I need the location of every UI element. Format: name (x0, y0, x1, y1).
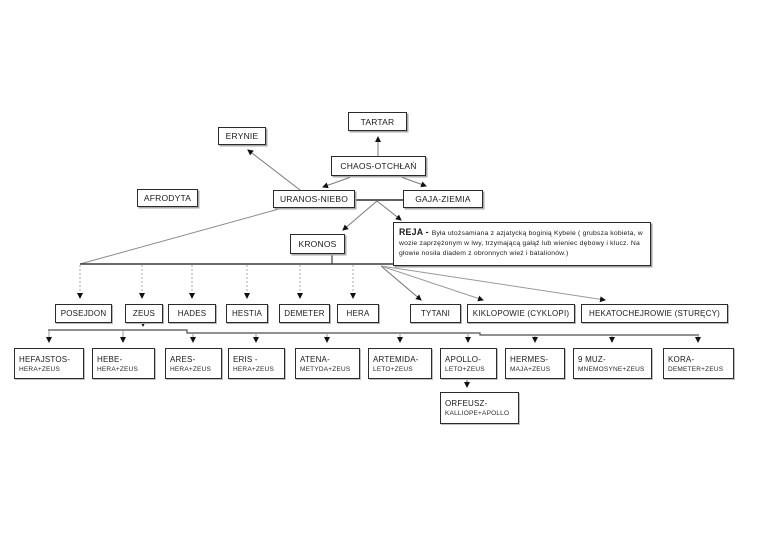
node-parents: KALLIOPE+APOLLO (445, 410, 510, 417)
node-label: ATENA- (300, 354, 330, 364)
node-parents: HERA+ZEUS (97, 365, 138, 373)
node-hermes[interactable]: HERMES- MAJA+ZEUS (505, 348, 565, 379)
node-atena[interactable]: ATENA- METYDA+ZEUS (295, 348, 360, 379)
node-parents: HERA+ZEUS (19, 365, 60, 373)
node-parents: HERA+ZEUS (170, 365, 211, 373)
node-reja-note[interactable]: REJA -Była utożsamiana z azjatycką bogin… (393, 222, 651, 266)
node-kora[interactable]: KORA- DEMETER+ZEUS (663, 348, 734, 379)
node-label: TYTANI (420, 309, 451, 318)
node-parents: MNEMOSYNE+ZEUS (578, 365, 645, 373)
node-label: HEBE- (97, 354, 123, 364)
node-posejdon[interactable]: POSEJDON (55, 304, 112, 323)
node-tartar[interactable]: TARTAR (348, 112, 407, 131)
node-label: GAJA-ZIEMIA (415, 194, 471, 204)
node-label: KORA- (668, 354, 695, 364)
note-description: Była utożsamiana z azjatycką boginią Kyb… (399, 230, 643, 258)
node-zeus[interactable]: ZEUS (125, 304, 163, 323)
node-label: ARTEMIDA- (373, 354, 419, 364)
node-apollo[interactable]: APOLLO- LETO+ZEUS (440, 348, 497, 379)
node-artemida[interactable]: ARTEMIDA- LETO+ZEUS (368, 348, 432, 379)
node-erynie[interactable]: ERYNIE (218, 127, 266, 145)
node-label: KRONOS (298, 239, 337, 249)
node-9-muz[interactable]: 9 MUZ- MNEMOSYNE+ZEUS (573, 348, 652, 379)
node-hestia[interactable]: HESTIA (226, 304, 268, 323)
node-afrodyta[interactable]: AFRODYTA (137, 189, 198, 207)
node-label: CHAOS-OTCHŁAŃ (340, 161, 417, 171)
node-kiklopowie[interactable]: KIKLOPOWIE (CYKLOPI) (467, 304, 575, 323)
node-parents: MAJA+ZEUS (510, 365, 551, 373)
node-label: HERMES- (510, 354, 549, 364)
node-label: ERIS - (233, 354, 258, 364)
node-hebe[interactable]: HEBE- HERA+ZEUS (92, 348, 155, 379)
node-label: 9 MUZ- (578, 354, 606, 364)
node-demeter[interactable]: DEMETER (279, 304, 330, 323)
node-label: HESTIA (231, 309, 263, 318)
node-ares[interactable]: ARES- HERA+ZEUS (165, 348, 222, 379)
node-hera[interactable]: HERA (337, 304, 379, 323)
node-orfeusz[interactable]: ORFEUSZ- KALLIOPE+APOLLO (440, 392, 519, 424)
node-hefajstos[interactable]: HEFAJSTOS- HERA+ZEUS (14, 348, 84, 379)
node-label: APOLLO- (445, 354, 482, 364)
node-label: HEFAJSTOS- (19, 354, 71, 364)
node-hades[interactable]: HADES (168, 304, 216, 323)
node-chaos-otchlan[interactable]: CHAOS-OTCHŁAŃ (331, 156, 426, 176)
node-label: ZEUS (132, 309, 156, 318)
node-label: TARTAR (360, 116, 395, 127)
node-parents: LETO+ZEUS (445, 365, 485, 373)
node-label: HADES (177, 309, 207, 318)
node-parents: METYDA+ZEUS (300, 365, 351, 373)
node-parents: HERA+ZEUS (233, 365, 274, 373)
node-label: ORFEUSZ- (445, 399, 488, 408)
node-uranos-niebo[interactable]: URANOS-NIEBO (273, 190, 355, 208)
node-label: ERYNIE (225, 131, 259, 141)
node-eris[interactable]: ERIS - HERA+ZEUS (228, 348, 285, 379)
node-label: POSEJDON (60, 309, 107, 318)
node-kronos[interactable]: KRONOS (290, 234, 345, 254)
node-label: AFRODYTA (143, 193, 192, 203)
node-parents: DEMETER+ZEUS (668, 365, 724, 373)
note-title: REJA - (399, 227, 429, 237)
node-tytani[interactable]: TYTANI (410, 304, 461, 323)
node-parents: LETO+ZEUS (373, 365, 413, 373)
node-hekatochejrowie[interactable]: HEKATOCHEJROWIE (STURĘCY) (581, 304, 728, 323)
node-gaja-ziemia[interactable]: GAJA-ZIEMIA (403, 190, 483, 208)
node-label: DEMETER (284, 309, 325, 318)
node-label: KIKLOPOWIE (CYKLOPI) (472, 309, 570, 318)
node-label: ARES- (170, 354, 196, 364)
node-label: HEKATOCHEJROWIE (STURĘCY) (589, 309, 720, 318)
note-text: REJA -Była utożsamiana z azjatycką bogin… (399, 226, 645, 260)
node-label: HERA (346, 309, 370, 318)
node-label: URANOS-NIEBO (279, 194, 349, 204)
